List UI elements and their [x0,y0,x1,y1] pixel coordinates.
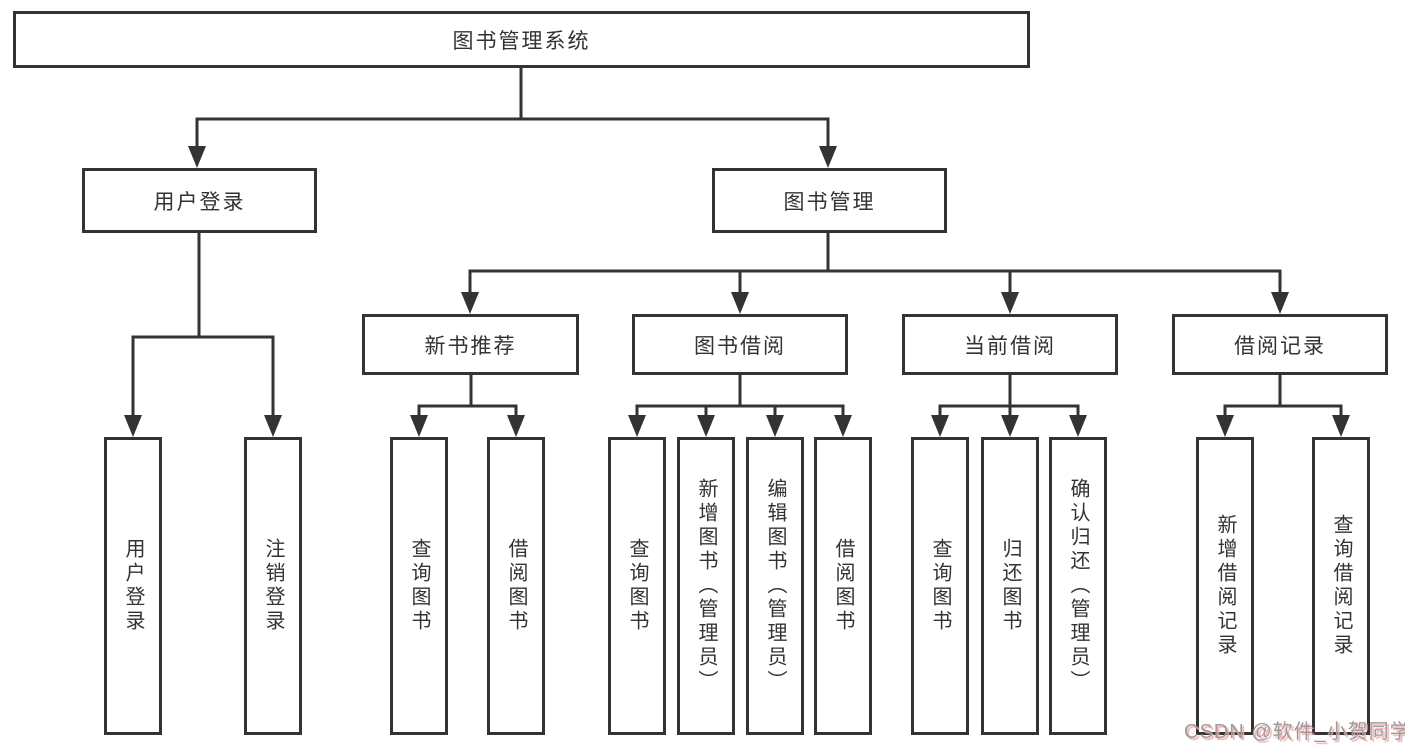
leaf-logout: 注销登录 [244,437,302,735]
arrow-down-icon [188,146,206,168]
arrow-down-icon [410,415,428,437]
leaf-confirm-return-admin: 确认归还（管理员） [1049,437,1107,735]
leaf-label: 借阅图书 [832,538,854,634]
arrow-down-icon [1069,415,1087,437]
leaf-return-books: 归还图书 [981,437,1039,735]
arrow-down-icon [1271,292,1289,314]
leaf-query-borrow-record: 查询借阅记录 [1312,437,1370,735]
leaf-query-books-3: 查询图书 [911,437,969,735]
node-label: 借阅记录 [1234,334,1326,358]
node-current-borrowing: 当前借阅 [902,314,1118,375]
leaf-label: 新增图书（管理员） [695,478,717,694]
arrow-down-icon [834,415,852,437]
arrow-down-icon [1001,415,1019,437]
leaf-label: 新增借阅记录 [1214,514,1236,658]
connector-userlogin-split [131,335,275,419]
leaf-add-borrow-record: 新增借阅记录 [1196,437,1254,735]
leaf-label: 用户登录 [122,538,144,634]
node-label: 新书推荐 [424,334,517,358]
connector-root-split [195,117,830,150]
leaf-label: 注销登录 [262,538,284,634]
node-label: 图书管理 [783,190,876,214]
node-user-login: 用户登录 [82,168,317,233]
node-borrowing-record: 借阅记录 [1172,314,1388,375]
arrow-down-icon [124,415,142,437]
node-label: 图书借阅 [694,334,786,358]
leaf-edit-books-admin: 编辑图书（管理员） [746,437,804,735]
node-root-library-system: 图书管理系统 [13,11,1030,68]
connector-newbook-split [417,404,518,419]
arrow-down-icon [461,292,479,314]
arrow-down-icon [697,415,715,437]
arrow-down-icon [1332,415,1350,437]
leaf-label: 归还图书 [999,538,1021,634]
connector-current-split [938,404,1080,419]
connector-borrowing-split [635,404,845,419]
arrow-down-icon [264,415,282,437]
leaf-add-books-admin: 新增图书（管理员） [677,437,735,735]
node-label: 用户登录 [153,190,246,214]
arrow-down-icon [766,415,784,437]
leaf-label: 编辑图书（管理员） [764,478,786,694]
node-book-borrowing: 图书借阅 [632,314,848,375]
csdn-watermark: CSDN @软件_小贺同学 [1184,721,1405,743]
leaf-label: 确认归还（管理员） [1067,478,1089,694]
leaf-label: 借阅图书 [505,538,527,634]
leaf-query-books-1: 查询图书 [390,437,448,735]
leaf-label: 查询图书 [929,538,951,634]
leaf-label: 查询借阅记录 [1330,514,1352,658]
node-book-management: 图书管理 [712,168,947,233]
leaf-query-books-2: 查询图书 [608,437,666,735]
leaf-user-login: 用户登录 [104,437,162,735]
arrow-down-icon [628,415,646,437]
arrow-down-icon [931,415,949,437]
node-new-book-recommendation: 新书推荐 [362,314,579,375]
node-label: 当前借阅 [964,334,1056,358]
arrow-down-icon [507,415,525,437]
leaf-borrow-books-1: 借阅图书 [487,437,545,735]
leaf-label: 查询图书 [408,538,430,634]
leaf-label: 查询图书 [626,538,648,634]
connector-bookmgmt-split [468,269,1282,295]
arrow-down-icon [1216,415,1234,437]
connector-record-split [1223,404,1343,419]
leaf-borrow-books-2: 借阅图书 [814,437,872,735]
arrow-down-icon [819,146,837,168]
arrow-down-icon [1001,292,1019,314]
node-label: 图书管理系统 [452,29,591,53]
arrow-down-icon [731,292,749,314]
